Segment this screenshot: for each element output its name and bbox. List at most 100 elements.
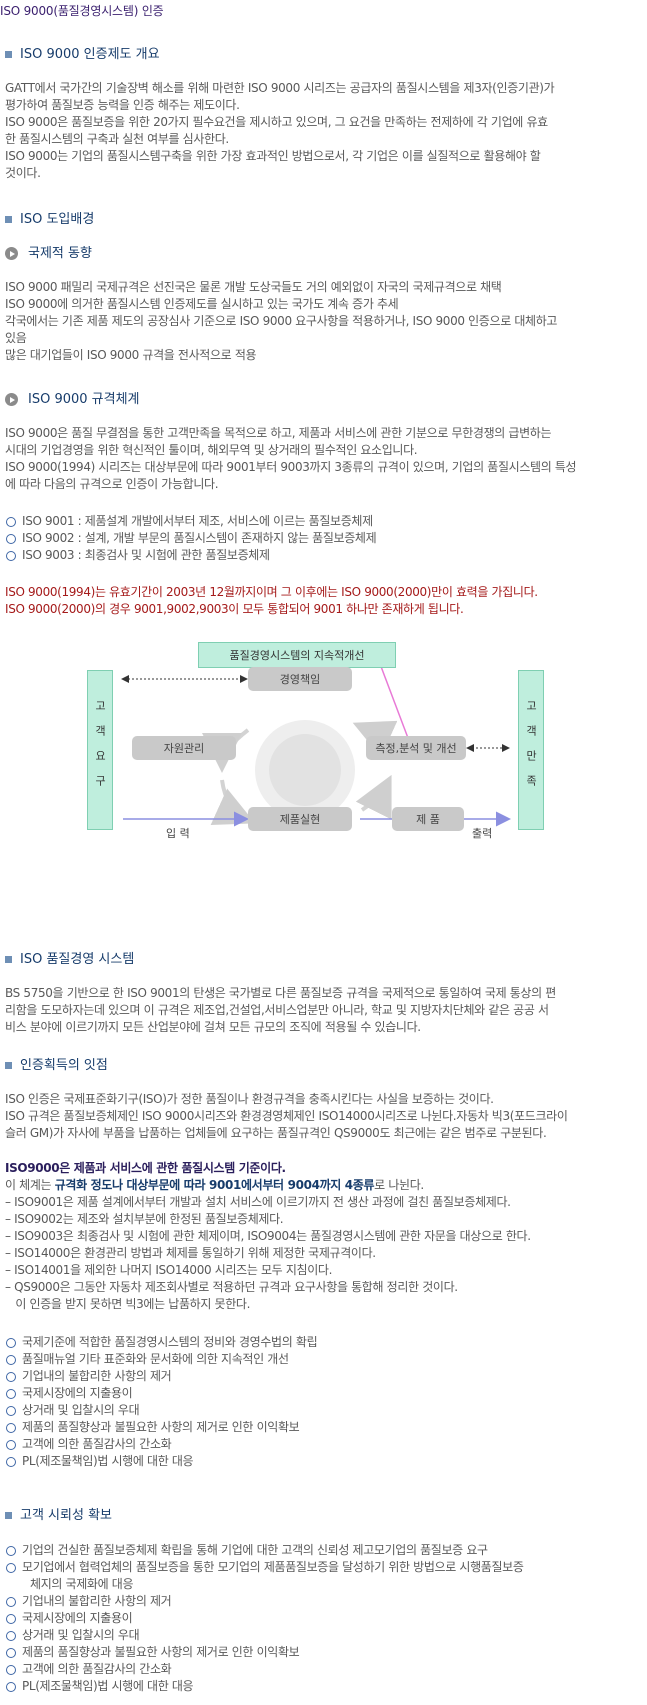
list-item: 기업의 건실한 품질보증체제 확립을 통해 기업에 대한 고객의 신뢰성 제고모…: [5, 1542, 642, 1559]
iso9000-standard-block: ISO9000은 제품과 서비스에 관한 품질시스템 기준이다. 이 체계는 규…: [5, 1160, 642, 1313]
text-line: 슬러 GM)가 자사에 부품을 납품하는 업체들에 요구하는 품질규격인 QS9…: [5, 1126, 547, 1140]
product-label: 제 품: [416, 812, 440, 826]
square-bullet-icon: [5, 216, 12, 223]
standard-system-paragraph: ISO 9000은 품질 무결점을 통한 고객만족을 목적으로 하고, 제품과 …: [5, 425, 642, 493]
management-responsibility-box: 경영책임: [248, 667, 352, 691]
subheading-standard-system: ISO 9000 규격체계: [5, 391, 140, 408]
section-heading-trust: 고객 시뢰성 확보: [5, 1507, 112, 1524]
dash-line: – QS9000은 그동안 자동차 제조회사별로 적용하던 규격과 요구사항을 …: [5, 1280, 458, 1294]
text-line: ISO 9000은 품질 무결점을 통한 고객만족을 목적으로 하고, 제품과 …: [5, 426, 552, 440]
list-item: ISO 9001 : 제품설계 개발에서부터 제조, 서비스에 이르는 품질보증…: [5, 513, 642, 530]
continual-improvement-box: 품질경영시스템의 지속적개선: [198, 642, 396, 668]
qms-process-diagram: 품질경영시스템의 지속적개선 고객요구 고객만족 경영책임 자원관리 측정,분석…: [0, 642, 647, 890]
section-heading-text: ISO 도입배경: [20, 212, 95, 227]
dash-line: – ISO14000은 환경관리 방법과 체제를 통일하기 위해 제정한 국제규…: [5, 1246, 376, 1260]
section-heading-text: ISO 9000 인증제도 개요: [20, 47, 160, 62]
diagram-connectors: [121, 650, 511, 827]
trust-list: 기업의 건실한 품질보증체제 확립을 통해 기업에 대한 고객의 신뢰성 제고모…: [5, 1542, 642, 1695]
benefits-list: 국제기준에 적합한 품질경영시스템의 정비와 경영수법의 확립 품질매뉴얼 기타…: [5, 1334, 642, 1470]
text-line: GATT에서 국가간의 기술장벽 해소를 위해 마련한 ISO 9000 시리즈…: [5, 81, 555, 95]
international-paragraph: ISO 9000 패밀리 국제규격은 선진국은 물론 개발 도상국들도 거의 예…: [5, 279, 642, 364]
text-line: BS 5750을 기반으로 한 ISO 9001의 탄생은 국가별로 다른 품질…: [5, 986, 556, 1000]
list-item: 고객에 의한 품질감사의 간소화: [5, 1436, 642, 1453]
resource-management-label: 자원관리: [163, 741, 205, 755]
customer-requirements-label: 고객요구: [93, 700, 107, 800]
text-line: 에 따라 다음의 규격으로 인증이 가능합니다.: [5, 477, 219, 491]
section-heading-text: 인증획득의 잇점: [20, 1058, 108, 1073]
customer-satisfaction-label: 고객만족: [524, 700, 538, 800]
subheading-international: 국제적 동향: [5, 245, 92, 262]
validity-notice: ISO 9000(1994)는 유효기간이 2003년 12월까지이며 그 이후…: [5, 584, 642, 618]
list-item: PL(제조물책임)법 시행에 대한 대응: [5, 1678, 642, 1695]
text-line: 한 품질시스템의 구축과 실천 여부를 심사한다.: [5, 132, 229, 146]
list-item: 기업내의 불합리한 사항의 제거: [5, 1368, 642, 1385]
dash-line: – ISO9001은 제품 설계에서부터 개발과 설치 서비스에 이르기까지 전…: [5, 1195, 511, 1209]
list-item: 제품의 품질향상과 불필요한 사항의 제거로 인한 이익확보: [5, 1419, 642, 1436]
dash-line: – ISO9003은 최종검사 및 시험에 관한 체제이며, ISO9004는 …: [5, 1229, 531, 1243]
list-item: ISO 9002 : 설계, 개발 부문의 품질시스템이 존재하지 않는 품질보…: [5, 530, 642, 547]
dash-line: – ISO14001을 제외한 나머지 ISO14000 시리즈는 모두 지침이…: [5, 1263, 333, 1277]
product-box: 제 품: [392, 807, 464, 831]
section-heading-background: ISO 도입배경: [5, 211, 94, 228]
cycle-arrow: [210, 779, 256, 825]
text-line: 리함을 도모하자는데 있으며 이 규격은 제조업,건설업,서비스업분만 아니라,…: [5, 1003, 549, 1017]
subheading-text: ISO 9000 규격체계: [28, 392, 140, 407]
section-heading-overview: ISO 9000 인증제도 개요: [5, 46, 160, 63]
system-pre: 이 체계는: [5, 1178, 55, 1192]
management-responsibility-label: 경영책임: [279, 672, 321, 686]
customer-requirements-box: 고객요구: [87, 670, 113, 830]
notice-line: ISO 9000(2000)의 경우 9001,9002,9003이 모두 통합…: [5, 602, 464, 616]
play-circle-icon: [5, 393, 18, 406]
text-line: 각국에서는 기존 제품 제도의 공장심사 기준으로 ISO 9000 요구사항을…: [5, 314, 558, 328]
list-item: 국제시장에의 지출용이: [5, 1385, 642, 1402]
square-bullet-icon: [5, 1062, 12, 1069]
text-line: ISO 9000은 품질보증을 위한 20가지 필수요건을 제시하고 있으며, …: [5, 115, 548, 129]
text-line: 시대의 기업경영을 위한 혁신적인 툴이며, 해외무역 및 상거래의 필수적인 …: [5, 443, 418, 457]
list-item: 기업내의 불합리한 사항의 제거: [5, 1593, 642, 1610]
section-heading-text: ISO 품질경영 시스템: [20, 952, 135, 967]
text-line: 비스 분야에 이르기까지 모든 산업분야에 걸쳐 모든 규모의 조직에 적용될 …: [5, 1020, 421, 1034]
text-line: ISO 9000 패밀리 국제규격은 선진국은 물론 개발 도상국들도 거의 예…: [5, 280, 502, 294]
resource-management-box: 자원관리: [132, 736, 236, 760]
qms-paragraph: BS 5750을 기반으로 한 ISO 9001의 탄생은 국가별로 다른 품질…: [5, 985, 642, 1036]
subheading-text: 국제적 동향: [28, 246, 92, 261]
dash-line: – ISO9002는 제조와 설치부분에 한정된 품질보증체제다.: [5, 1212, 284, 1226]
measurement-analysis-label: 측정,분석 및 개선: [375, 741, 457, 755]
list-item: ISO 9003 : 최종검사 및 시험에 관한 품질보증체제: [5, 547, 642, 564]
cycle-arrow: [355, 774, 392, 820]
text-line: ISO 9000(1994) 시리즈는 대상부문에 따라 9001부터 9003…: [5, 460, 577, 474]
product-realization-box: 제품실현: [248, 807, 352, 831]
section-heading-benefits: 인증획득의 잇점: [5, 1057, 108, 1074]
input-label: 입 력: [166, 827, 190, 840]
square-bullet-icon: [5, 1512, 12, 1519]
square-bullet-icon: [5, 51, 12, 58]
system-line: 이 체계는 규격화 정도나 대상부문에 따라 9001에서부터 9004까지 4…: [5, 1177, 642, 1194]
text-line: 있음: [5, 331, 27, 345]
customer-satisfaction-box: 고객만족: [518, 670, 544, 830]
overview-paragraph: GATT에서 국가간의 기술장벽 해소를 위해 마련한 ISO 9000 시리즈…: [5, 80, 642, 182]
text-line: ISO 9000는 기업의 품질시스템구축을 위한 가장 효과적인 방법으로서,…: [5, 149, 541, 163]
notice-line: ISO 9000(1994)는 유효기간이 2003년 12월까지이며 그 이후…: [5, 585, 538, 599]
text-line: ISO 9000에 의거한 품질시스템 인증제도를 실시하고 있는 국가도 계속…: [5, 297, 399, 311]
continual-improvement-label: 품질경영시스템의 지속적개선: [229, 648, 365, 662]
list-item: 국제기준에 적합한 품질경영시스템의 정비와 경영수법의 확립: [5, 1334, 642, 1351]
list-item: 제품의 품질향상과 불필요한 사항의 제거로 인한 이익확보: [5, 1644, 642, 1661]
dash-line: 이 인증을 받지 못하면 빅3에는 납품하지 못한다.: [5, 1297, 251, 1311]
text-line: 많은 대기업들이 ISO 9000 규격을 전사적으로 적용: [5, 348, 257, 362]
text-line: 평가하여 품질보증 능력을 인증 해주는 제도이다.: [5, 98, 240, 112]
output-label: 출력: [472, 827, 493, 840]
system-post: 로 나뉜다.: [374, 1178, 424, 1192]
text-line: ISO 규격은 품질보증체제인 ISO 9000시리즈와 환경경영체제인 ISO…: [5, 1109, 568, 1123]
page-title: ISO 9000(품질경영시스템) 인증: [0, 4, 164, 18]
play-circle-icon: [5, 247, 18, 260]
section-heading-qms: ISO 품질경영 시스템: [5, 951, 134, 968]
list-item: 국제시장에의 지출용이: [5, 1610, 642, 1627]
text-line: ISO 인증은 국제표준화기구(ISO)가 정한 품질이나 환경규격을 충족시킨…: [5, 1092, 494, 1106]
list-item-continuation: 체지의 국제화에 대응: [30, 1577, 134, 1591]
center-circle-inner: [269, 734, 341, 806]
list-item: 고객에 의한 품질감사의 간소화: [5, 1661, 642, 1678]
list-item: 상거래 및 입찰시의 우대: [5, 1627, 642, 1644]
iso-standards-list: ISO 9001 : 제품설계 개발에서부터 제조, 서비스에 이르는 품질보증…: [5, 513, 642, 564]
list-item: 품질매뉴얼 기타 표준화와 문서화에 의한 지속적인 개선: [5, 1351, 642, 1368]
